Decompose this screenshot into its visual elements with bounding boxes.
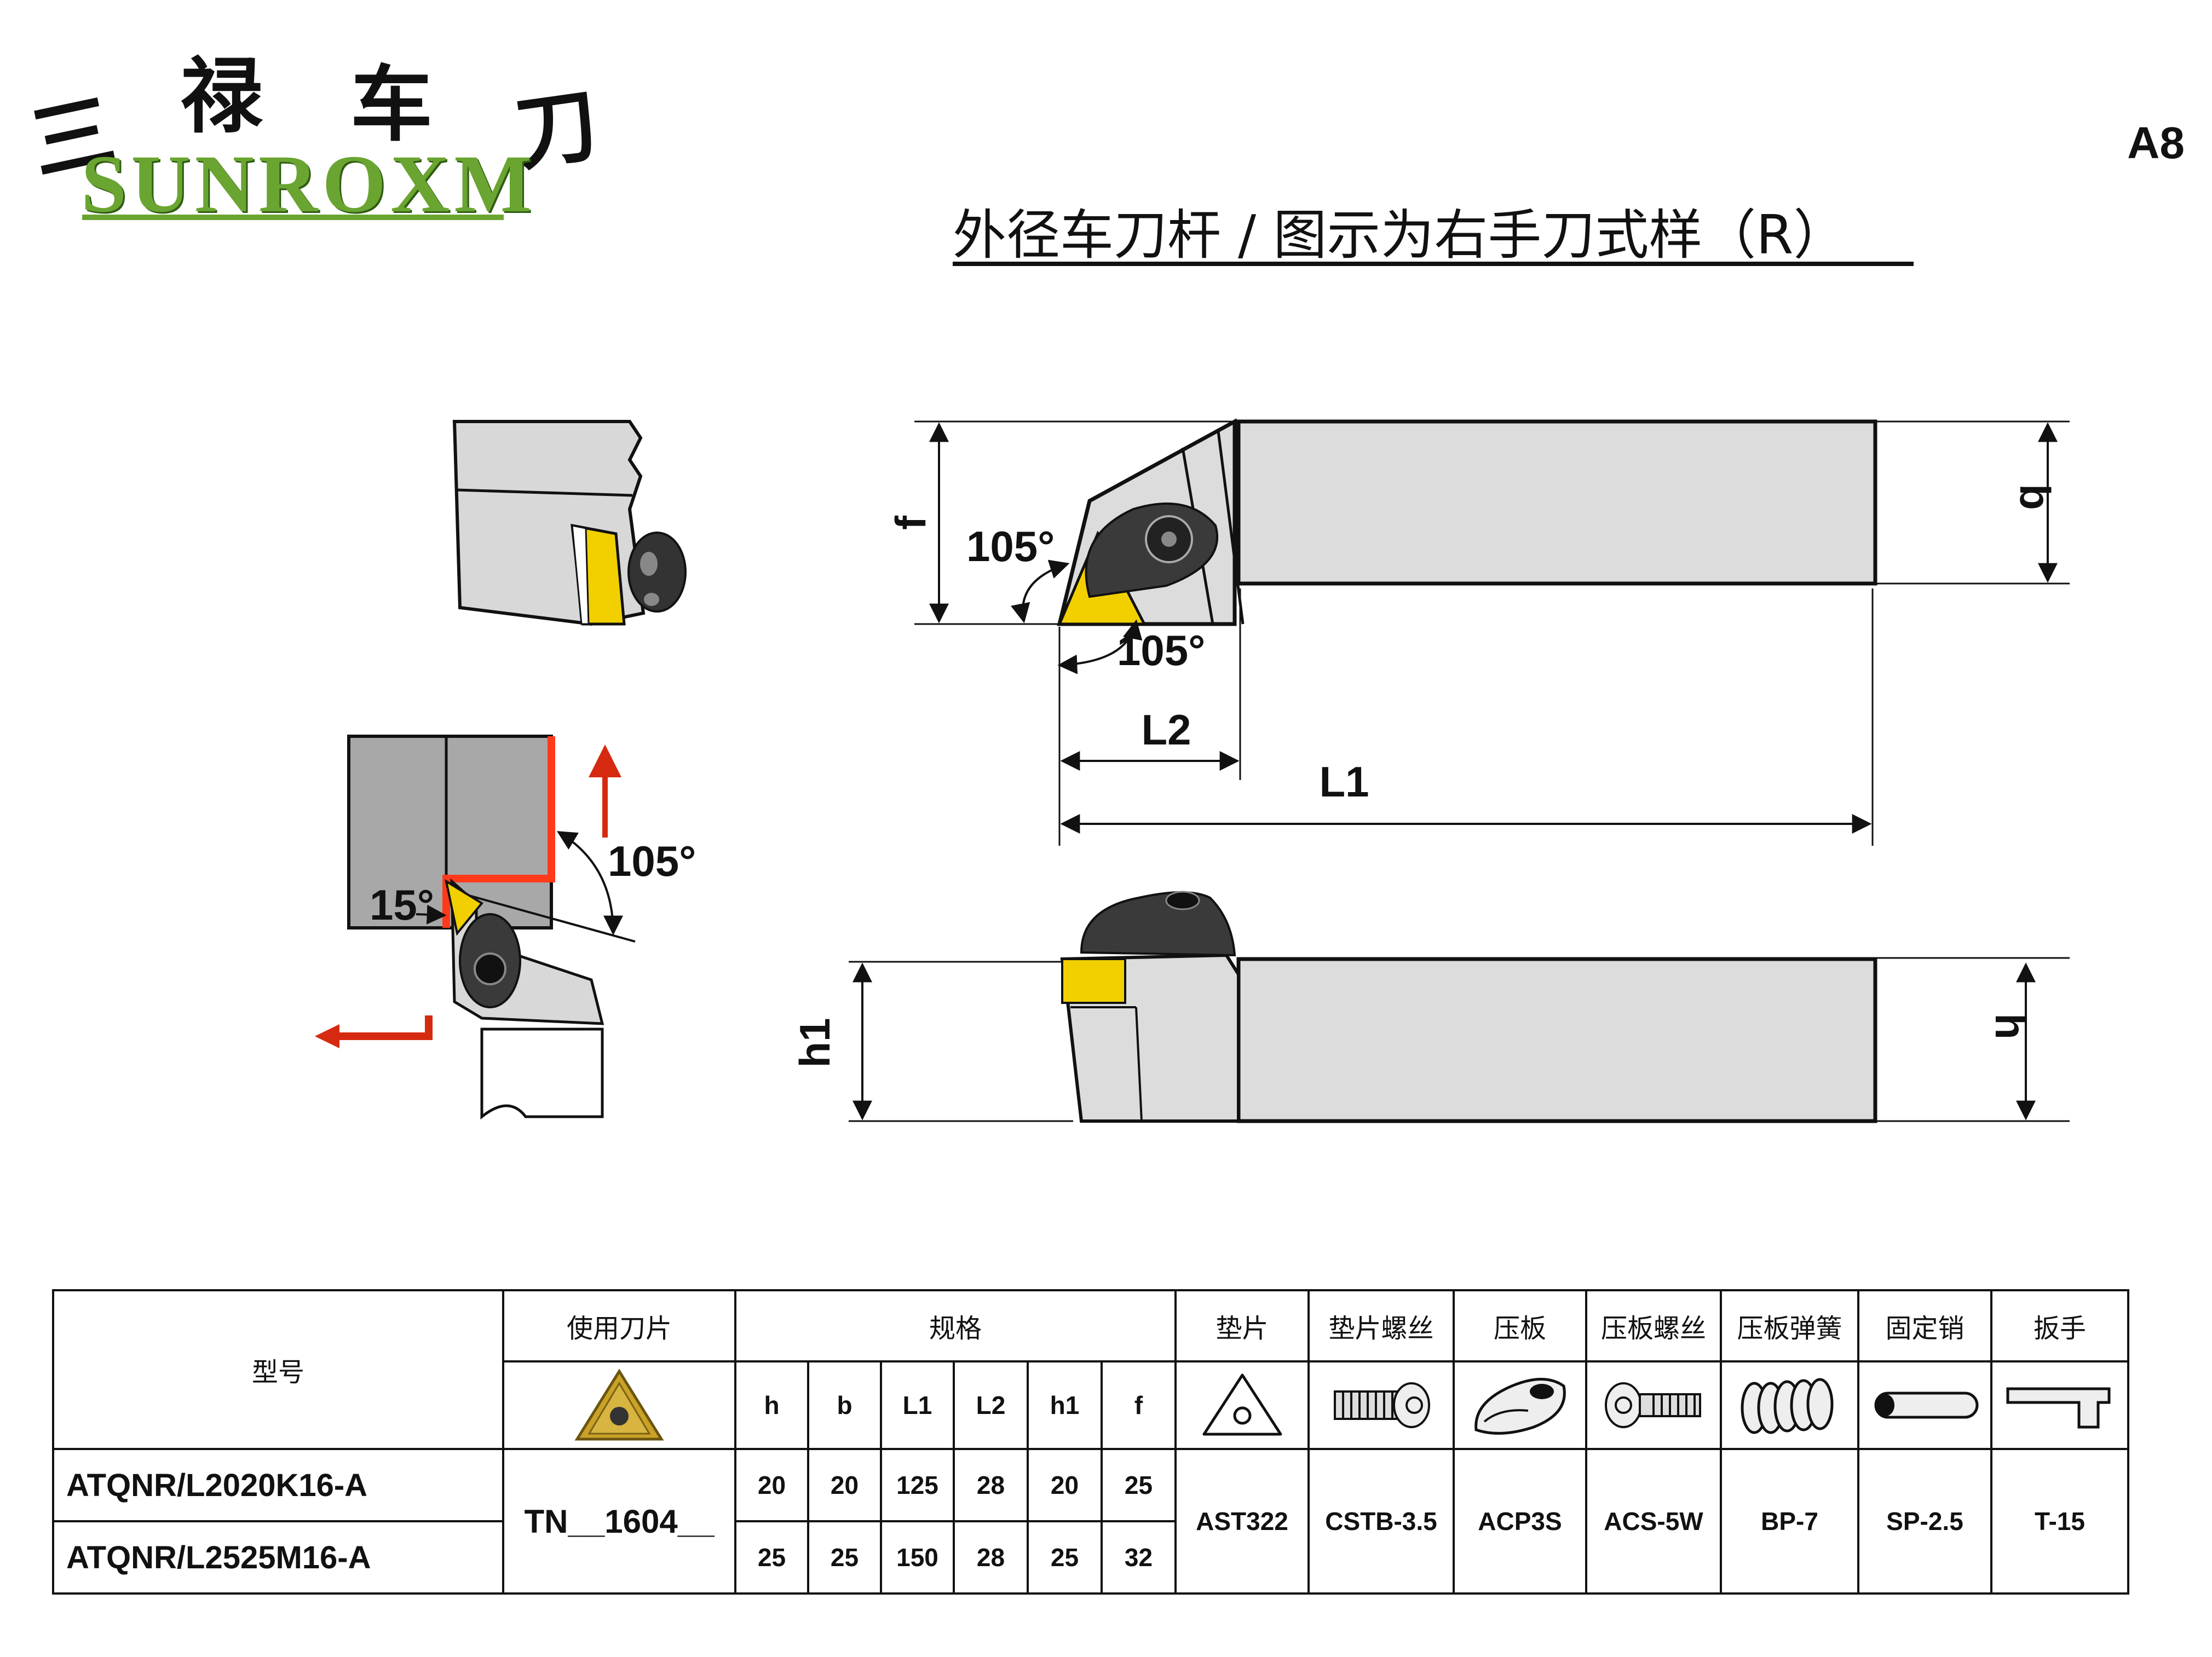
row-2-b: 25 [807,1520,882,1595]
logo-brand: SUNROXM [81,138,536,229]
row-1-h1: 20 [1027,1448,1103,1522]
clamp-icon-cell [1453,1360,1587,1450]
model-row-2: ATQNR/L2525M16-A [52,1520,504,1595]
spec-col-f: f [1101,1360,1177,1450]
dim-L1-label: L1 [1319,758,1369,806]
wrench-icon-cell [1990,1360,2129,1450]
spring-icon-cell [1720,1360,1859,1450]
header-insert: 使用刀片 [502,1289,736,1362]
spec-col-L1: L1 [880,1360,955,1450]
part-shim-screw: CSTB-3.5 [1307,1448,1455,1595]
header-clamp: 压板 [1453,1289,1587,1362]
dim-L2-label: L2 [1141,706,1191,754]
wrench-icon [2006,1387,2111,1429]
feed-up-arrow [589,744,621,838]
header-shim: 垫片 [1174,1289,1310,1362]
clamp-side [1080,891,1236,957]
angle-lower-label: 105° [1117,626,1205,674]
dim-b-label: b [2011,484,2059,510]
tool-drawing: 105° 15° f b 105° 105° [315,418,2070,1123]
spec-col-b: b [807,1360,882,1450]
shim-screw-icon [1333,1382,1430,1428]
page-code: A8 [2127,118,2185,168]
header-model: 型号 [52,1289,504,1450]
main-side-view: h1 h [791,891,2070,1123]
dim-h-label: h [1986,1013,2035,1040]
part-shim: AST322 [1174,1448,1310,1595]
row-2-f: 32 [1101,1520,1177,1595]
angle-side-label: 105° [608,837,696,885]
logo-char-3: 车 [350,56,433,153]
logo-char-2: 禄 [181,48,263,145]
part-clamp-screw: ACS-5W [1585,1448,1722,1595]
part-wrench: T-15 [1990,1448,2129,1595]
row-1-L1: 125 [880,1448,955,1522]
part-pin: SP-2.5 [1857,1448,1992,1595]
cutting-view: 105° 15° [315,735,696,1120]
part-clamp-spring: BP-7 [1720,1448,1859,1595]
page-title: 外径车刀杆 / 图示为右手刀式样（R） [953,204,1847,267]
row-2-L1: 150 [880,1520,955,1595]
triangle-shim-icon [1202,1373,1282,1436]
dim-h1-label: h1 [791,1018,839,1067]
main-top-view: f b 105° 105° L2 L1 [886,418,2070,846]
row-2-h1: 25 [1027,1520,1103,1595]
header-shim-screw: 垫片螺丝 [1307,1289,1455,1362]
dim-f-label: f [886,515,935,530]
header-pin: 固定销 [1857,1289,1992,1362]
clamp-screw-icon-cell [1585,1360,1722,1450]
spring-icon [1741,1378,1833,1434]
model-row-1: ATQNR/L2020K16-A [52,1448,504,1522]
angle-upper-label: 105° [966,522,1055,570]
row-2-L2: 28 [953,1520,1029,1595]
insert-side [1061,958,1126,1004]
insert-image-cell [502,1360,736,1450]
part-clamp: ACP3S [1453,1448,1587,1595]
spec-col-h1: h1 [1027,1360,1103,1450]
logo-underline [82,215,504,220]
row-1-b: 20 [807,1448,882,1522]
title-underline [953,262,1914,266]
header-clamp-screw: 压板螺丝 [1585,1289,1722,1362]
triangular-insert-icon [574,1369,664,1441]
row-1-h: 20 [734,1448,809,1522]
clamp-screw-icon [1605,1382,1701,1428]
header-spec: 规格 [734,1289,1177,1362]
isometric-view [452,420,687,626]
shim-screw-icon-cell [1307,1360,1455,1450]
header-clamp-spring: 压板弹簧 [1720,1289,1859,1362]
spec-col-h: h [734,1360,809,1450]
spec-col-L2: L2 [953,1360,1029,1450]
clamp-icon [1474,1378,1566,1435]
feed-left-arrow [315,1015,433,1048]
pin-icon-cell [1857,1360,1992,1450]
row-1-L2: 28 [953,1448,1029,1522]
spec-table: 型号 使用刀片 规格 垫片 垫片螺丝 压板 压板螺丝 压板弹簧 固定销 扳手 h… [52,1289,2129,1595]
row-1-f: 25 [1101,1448,1177,1522]
header-wrench: 扳手 [1990,1289,2129,1362]
angle-lead-label: 15° [370,881,434,929]
row-2-h: 25 [734,1520,809,1595]
pin-icon [1874,1392,1978,1419]
shim-icon-cell [1174,1360,1310,1450]
insert-code: TN__1604__ [502,1448,736,1595]
